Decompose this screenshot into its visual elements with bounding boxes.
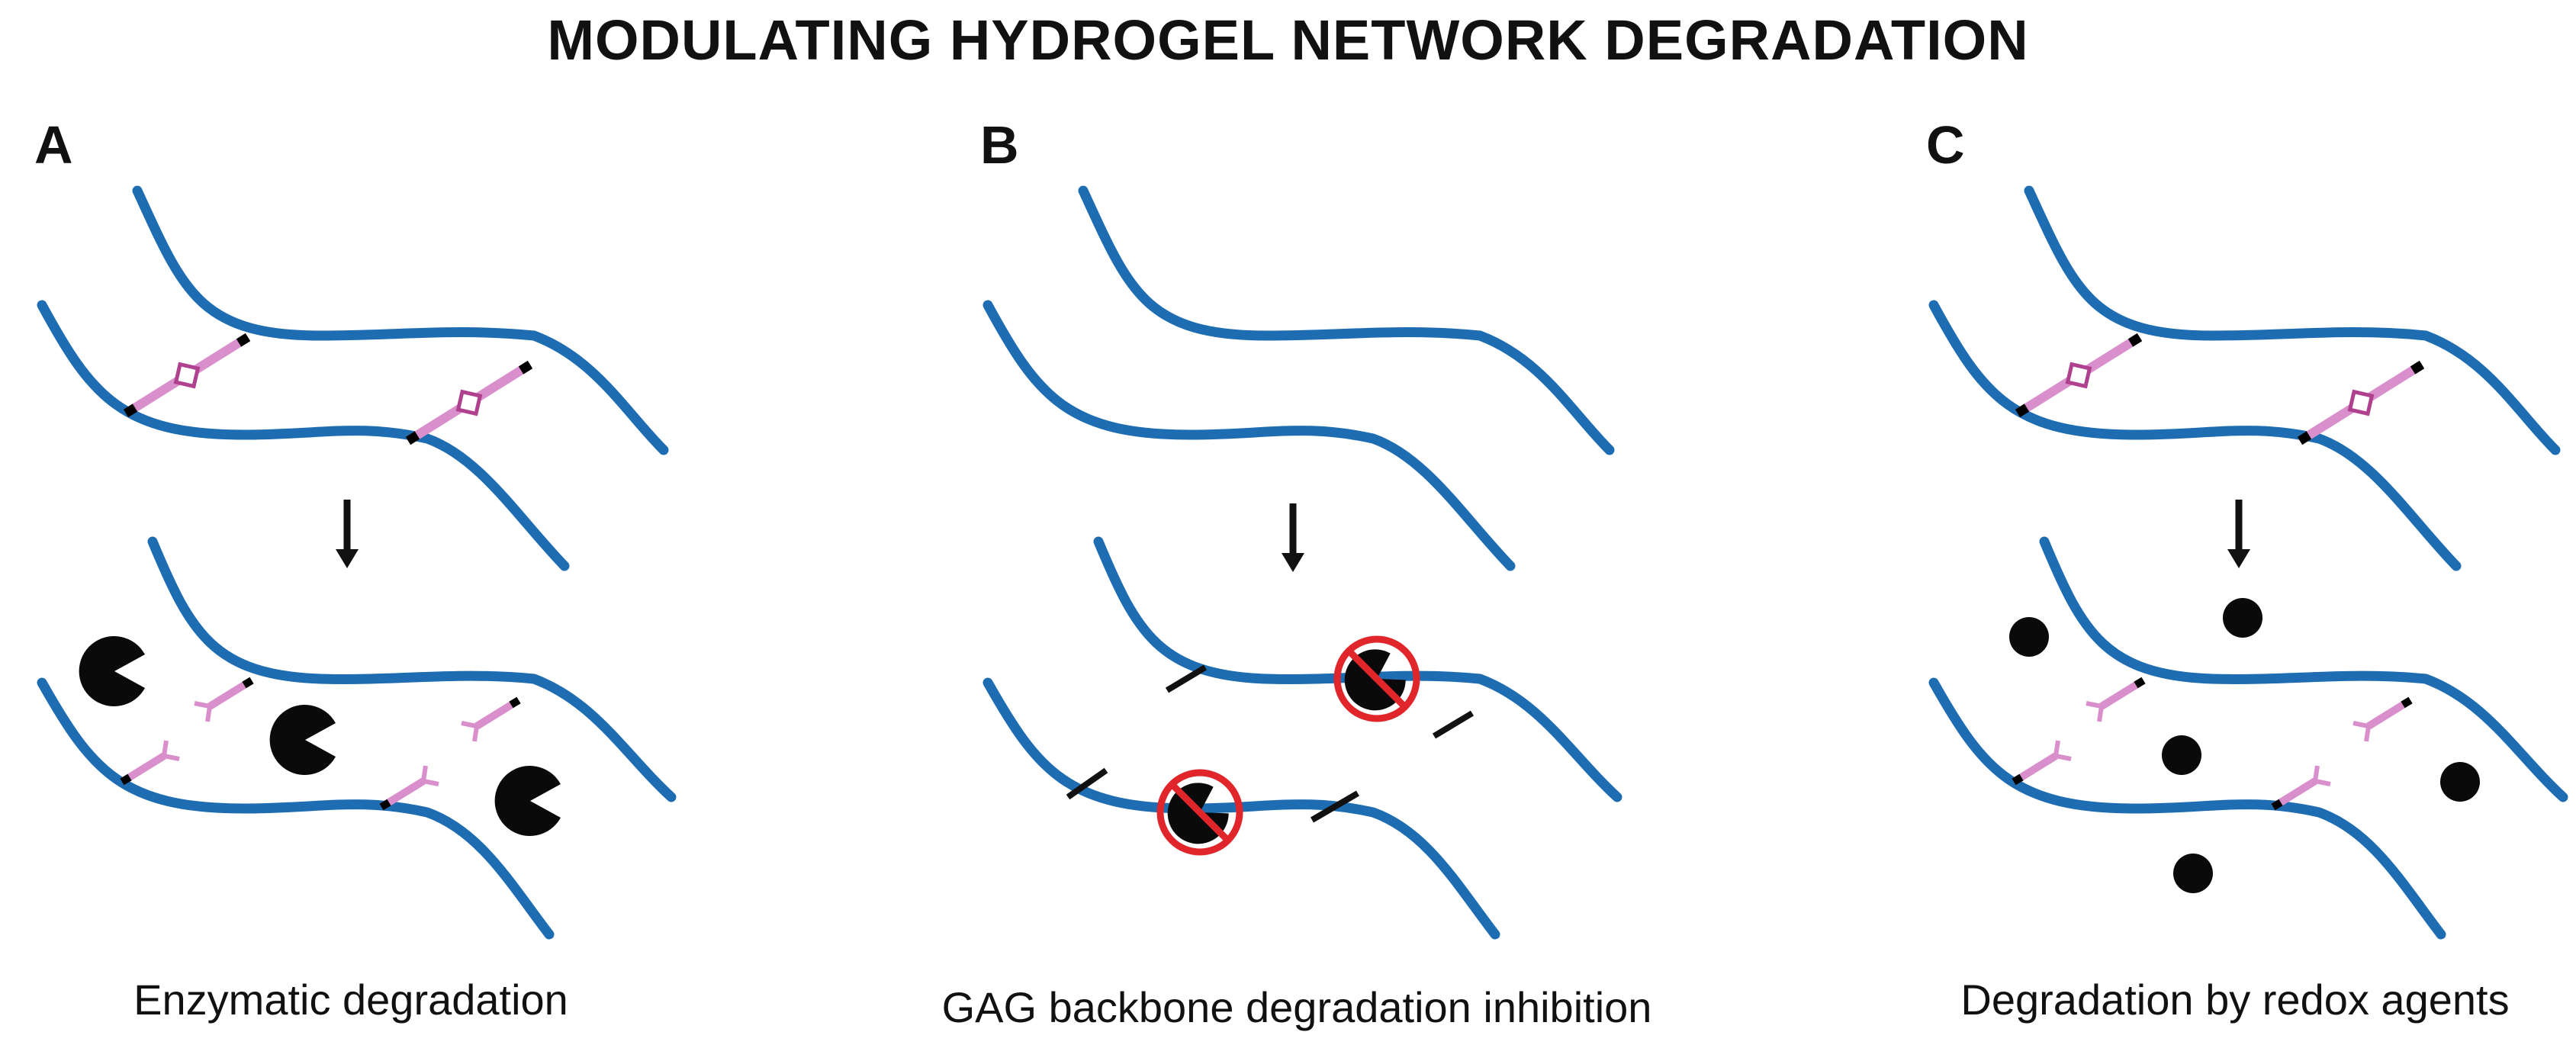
cleaved-crosslink — [381, 766, 439, 807]
redox-agent-icon — [2440, 762, 2480, 802]
crosslink — [2300, 365, 2422, 441]
cleaved-crosslink — [2014, 741, 2071, 782]
enzyme-icon — [494, 766, 561, 836]
crosslink — [408, 365, 530, 441]
panel-a-letter: A — [34, 115, 73, 175]
cleaved-crosslink — [2273, 766, 2330, 807]
panel-a-caption: Enzymatic degradation — [133, 976, 568, 1024]
crosslink — [2018, 337, 2140, 413]
cleaved-crosslink — [122, 741, 179, 782]
polymer-chain-pair — [42, 191, 664, 566]
polymer-chain-pair-protected — [988, 542, 1617, 934]
redox-agent-icon — [2162, 735, 2201, 775]
crosslink — [126, 337, 248, 413]
redox-agent-icon — [2173, 854, 2213, 893]
figure-title: MODULATING HYDROGEL NETWORK DEGRADATION — [547, 8, 2029, 72]
panel-c-letter: C — [1926, 115, 1965, 175]
panel-c-caption: Degradation by redox agents — [1960, 976, 2510, 1024]
panel-a-diagram — [42, 191, 671, 934]
cleaved-crosslink — [2353, 700, 2410, 741]
enzyme-icon — [79, 636, 146, 706]
cleaved-crosslink — [195, 680, 252, 722]
panel-b-caption: GAG backbone degradation inhibition — [941, 983, 1652, 1031]
panel-c-diagram — [1934, 191, 2563, 934]
polymer-chain-pair — [988, 191, 1610, 566]
enzyme-icon — [269, 705, 336, 775]
cleaved-crosslink — [461, 700, 519, 741]
redox-agent-icon — [2009, 617, 2049, 657]
polymer-chain-pair — [1934, 191, 2555, 566]
inhibited-enzyme-icon — [1333, 639, 1417, 722]
inhibited-enzyme-icon — [1156, 773, 1240, 855]
polymer-chain-pair-degraded — [42, 542, 671, 934]
cleaved-crosslink — [2086, 680, 2143, 722]
panel-b-diagram — [988, 191, 1617, 934]
redox-agent-icon — [2223, 598, 2262, 638]
panel-b-letter: B — [980, 115, 1019, 175]
